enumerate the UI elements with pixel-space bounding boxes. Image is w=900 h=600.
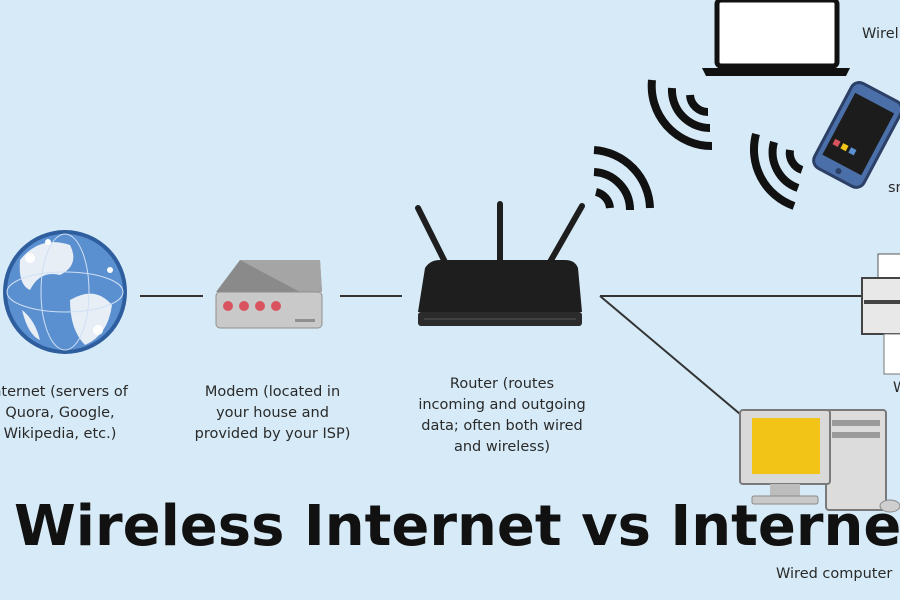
wired-computer-label: Wired computer xyxy=(776,566,893,582)
globe-icon xyxy=(3,230,127,354)
phone-wifi-icon xyxy=(750,132,804,210)
router-wifi-icon xyxy=(593,146,654,211)
router-label: Router (routes incoming and outgoing dat… xyxy=(418,376,586,455)
printer-icon xyxy=(861,253,900,375)
modem-icon xyxy=(215,260,323,329)
desktop-computer-icon xyxy=(739,409,900,513)
laptop-wifi-icon xyxy=(647,79,713,151)
page-title: Wireless Internet vs Internet xyxy=(14,494,900,559)
connector-router-computer xyxy=(599,295,741,415)
internet-label: nternet (servers of Quora, Google, Wikip… xyxy=(0,384,128,442)
smartphone-icon xyxy=(812,81,900,189)
smartphone-label: sm xyxy=(888,180,900,196)
laptop-label: Wirel xyxy=(862,26,899,42)
printer-label: W xyxy=(893,378,900,399)
router-icon xyxy=(415,201,585,326)
laptop-icon xyxy=(702,0,850,76)
modem-label: Modem (located in your house and provide… xyxy=(194,384,351,442)
